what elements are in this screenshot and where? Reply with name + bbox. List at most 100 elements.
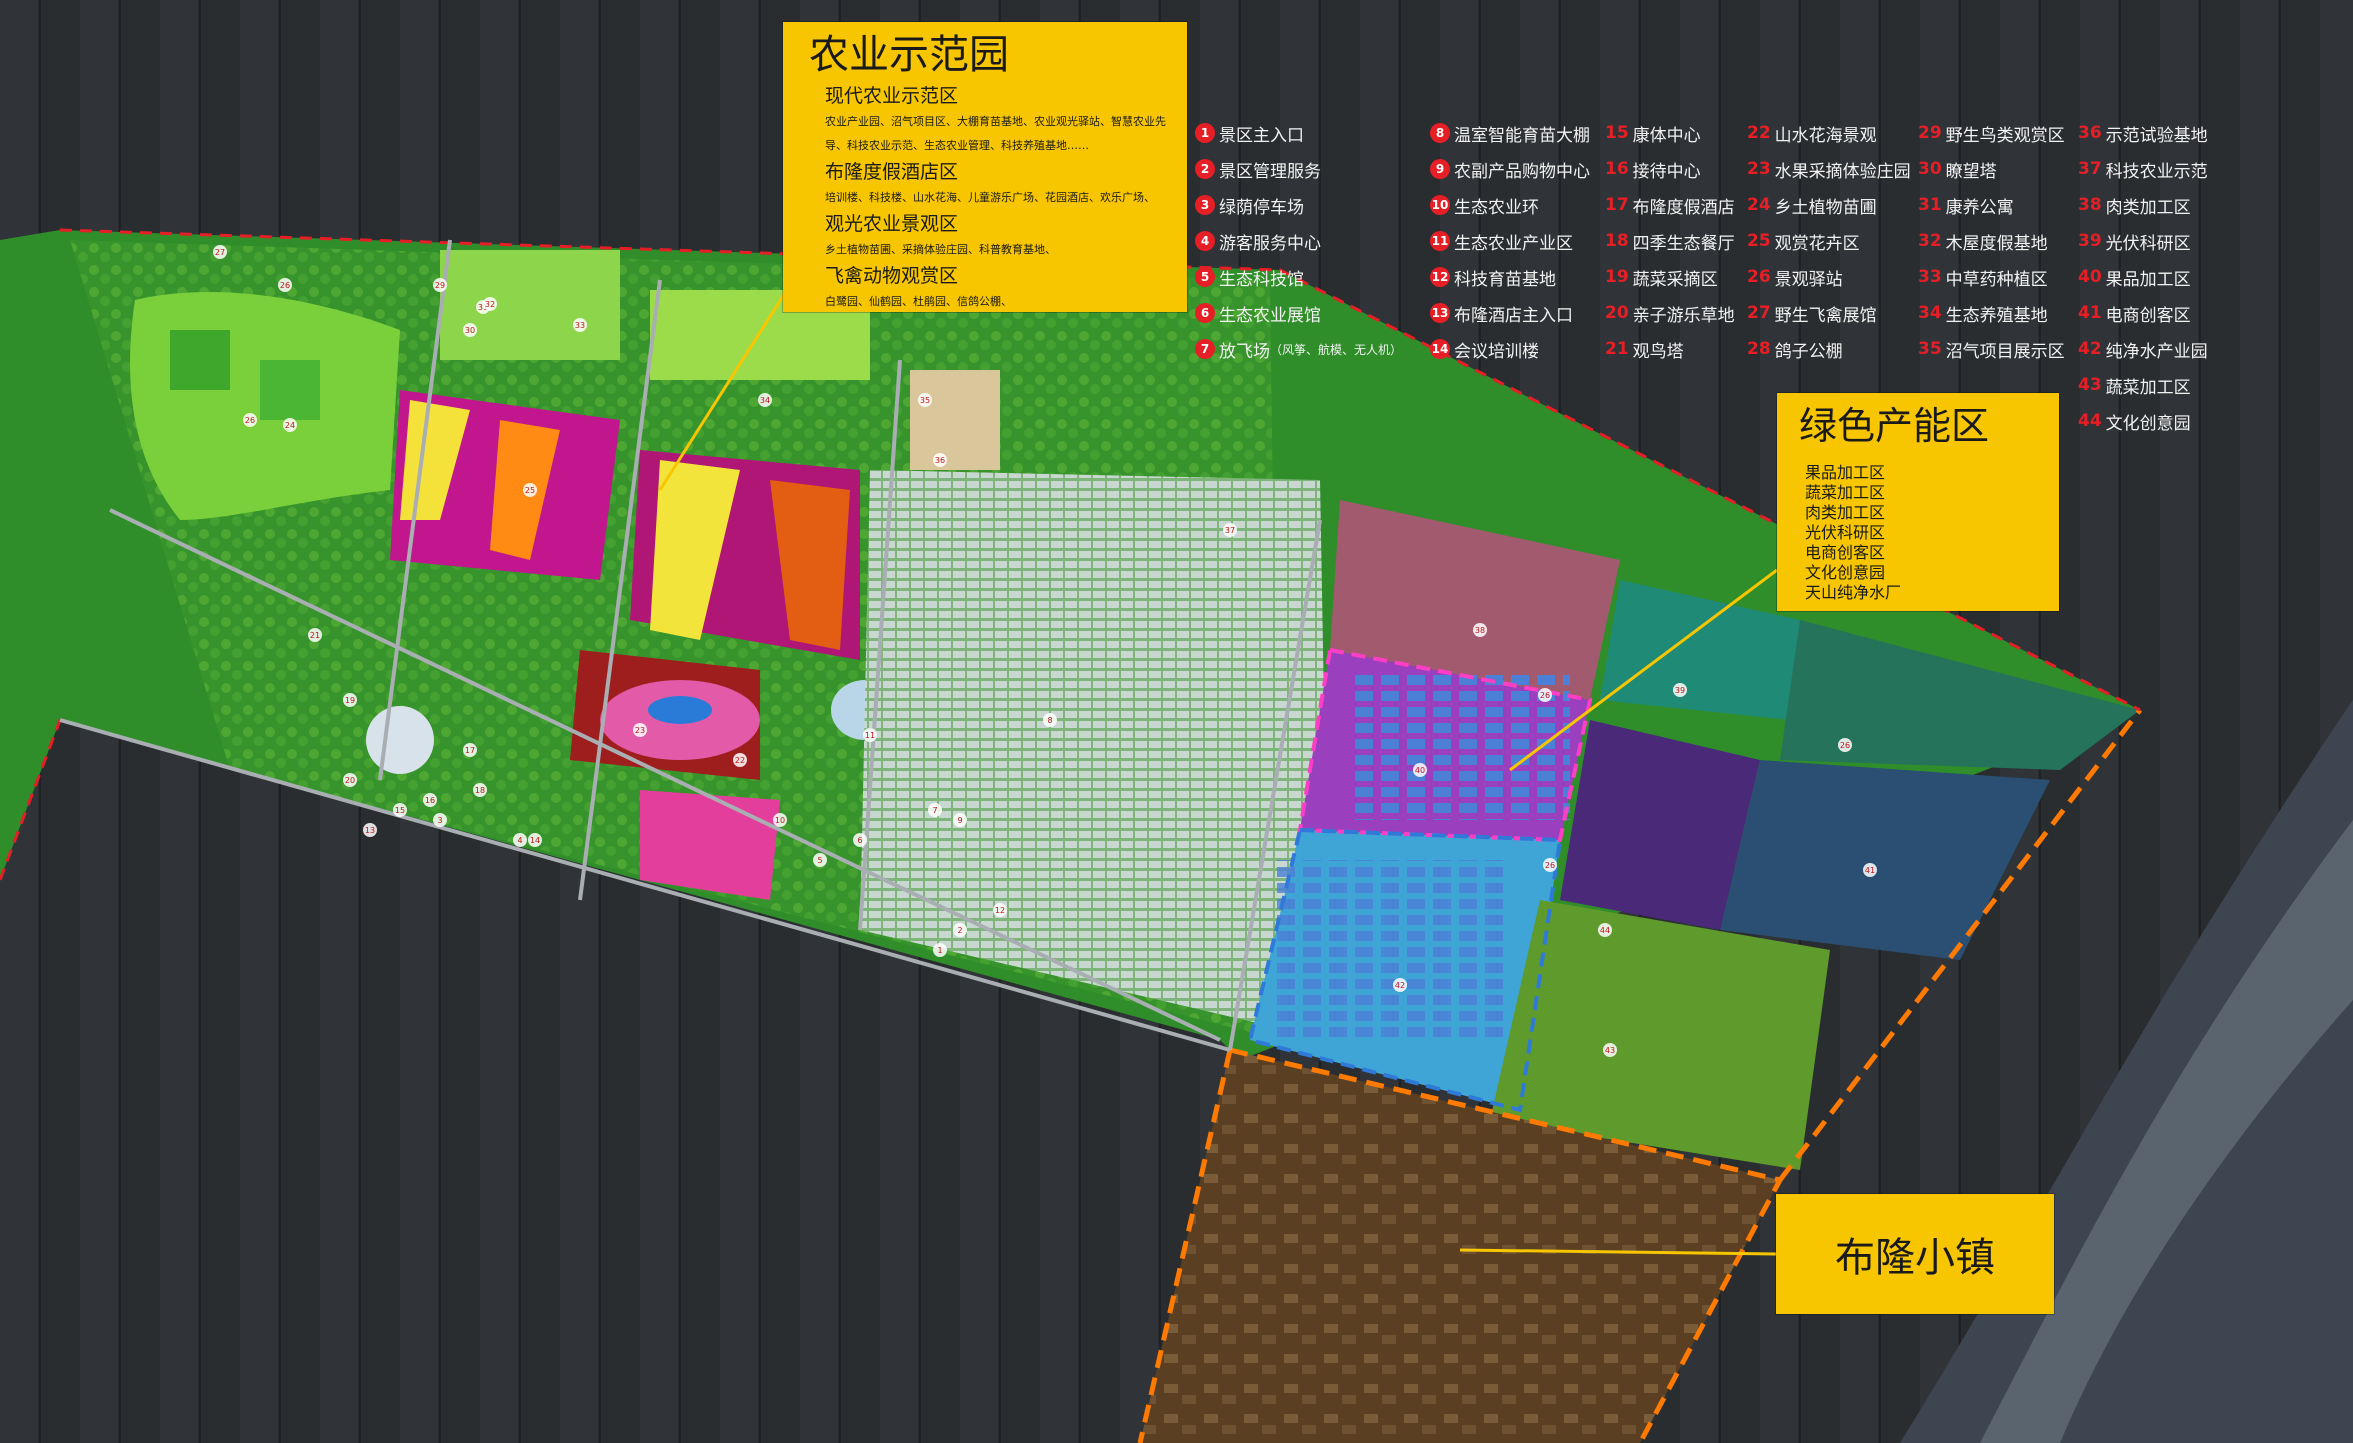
- map-marker-label: 26: [1540, 691, 1550, 700]
- legend-number: 19: [1605, 267, 1629, 287]
- map-marker-label: 26: [245, 416, 255, 425]
- legend-label: 康养公寓: [1945, 197, 2014, 218]
- map-marker-label: 18: [475, 786, 485, 795]
- legend-label: 蔬菜采摘区: [1632, 269, 1718, 290]
- main-road: [109, 508, 1221, 1042]
- map-marker: [1223, 523, 1237, 537]
- map-marker-label: 9: [957, 816, 962, 825]
- map-marker: [393, 803, 407, 817]
- photovoltaic-research-39: [1600, 580, 1800, 720]
- pond: [648, 696, 712, 724]
- legend-number: 20: [1605, 303, 1629, 323]
- map-marker-label: 16: [425, 796, 435, 805]
- legend-label: 野生飞禽展馆: [1774, 305, 1877, 326]
- map-marker: [473, 783, 487, 797]
- legend-label: 生态养殖基地: [1945, 305, 2048, 326]
- callout-leader-agri: [658, 284, 792, 491]
- legend-number: 33: [1918, 267, 1942, 287]
- legend-label: 果品加工区: [2105, 269, 2191, 290]
- map-marker: [758, 393, 772, 407]
- legend-note: （风筝、航模、无人机）: [1270, 343, 1403, 357]
- legend-number: 28: [1747, 339, 1771, 359]
- map-marker: [423, 793, 437, 807]
- legend-number: 26: [1747, 267, 1771, 287]
- road: [858, 359, 902, 931]
- legend-number: 36: [2078, 123, 2102, 143]
- legend-number: 43: [2078, 375, 2102, 395]
- flower-strip: [650, 460, 740, 640]
- map-marker: [928, 803, 942, 817]
- map-marker-label: 21: [310, 631, 320, 640]
- green-zone-item: 电商创客区: [1805, 543, 1886, 562]
- legend-number: 39: [2078, 231, 2102, 251]
- legend-number-badge: 4: [1195, 231, 1215, 251]
- map-marker-label: 3: [437, 816, 442, 825]
- town-title: 布隆小镇: [1835, 1235, 1995, 1281]
- map-marker-label: 43: [1605, 1046, 1615, 1055]
- legend-label: 科技农业示范: [2105, 161, 2208, 182]
- road: [378, 239, 452, 781]
- town-boundary: [1137, 1049, 1233, 1443]
- map-marker: [933, 453, 947, 467]
- legend-number-badge: 5: [1195, 267, 1215, 287]
- agri-section-heading: 观光农业景观区: [825, 213, 959, 235]
- legend-number: 42: [2078, 339, 2102, 359]
- greenhouse-rows-11: [860, 470, 1330, 1040]
- legend-number: 16: [1605, 159, 1629, 179]
- map-marker-label: 2: [957, 926, 962, 935]
- map-marker-label: 35: [920, 396, 930, 405]
- legend-number: 23: [1747, 159, 1771, 179]
- map-marker: [993, 903, 1007, 917]
- green-zone-callout: 绿色产能区 果品加工区 蔬菜加工区 肉类加工区 光伏科研区 电商创客区 文化创意…: [1777, 393, 2059, 611]
- map-marker-label: 8: [1047, 716, 1052, 725]
- legend-number: 21: [1605, 339, 1629, 359]
- legend-label: 鸽子公棚: [1774, 341, 1843, 362]
- map-marker-label: 34: [760, 396, 770, 405]
- map-marker: [278, 278, 292, 292]
- legend-label: 绿荫停车场: [1219, 197, 1304, 218]
- map-marker: [1413, 763, 1427, 777]
- legend-label: 沼气项目展示区: [1945, 341, 2065, 362]
- map-marker-label: 1: [937, 946, 942, 955]
- herb-garden-33: [440, 250, 620, 360]
- map-marker: [918, 393, 932, 407]
- map-marker: [1863, 863, 1877, 877]
- map-marker: [1598, 923, 1612, 937]
- solar-panels: [1270, 860, 1510, 1040]
- map-marker-label: 26: [1840, 741, 1850, 750]
- agri-section-body: 白鹭园、仙鹤园、杜鹃园、信鸽公棚、: [825, 295, 1012, 308]
- map-marker: [1043, 713, 1057, 727]
- legend-number: 38: [2078, 195, 2102, 215]
- legend-label: 生态农业产业区: [1454, 233, 1573, 254]
- map-marker: [863, 728, 877, 742]
- legend-number-badge: 14: [1430, 339, 1450, 359]
- agri-section-heading: 飞禽动物观赏区: [825, 265, 959, 287]
- map-marker: [733, 753, 747, 767]
- map-marker-label: 40: [1415, 766, 1425, 775]
- map-marker: [813, 853, 827, 867]
- legend-label: 木屋度假基地: [1945, 233, 2048, 254]
- green-zone-item: 文化创意园: [1805, 563, 1886, 582]
- callout-leader-green: [1509, 568, 1778, 772]
